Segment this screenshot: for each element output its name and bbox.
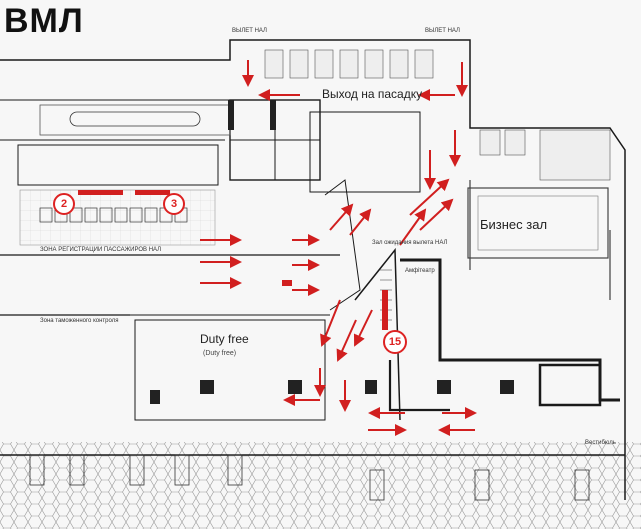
duty-free-sublabel: (Duty free) — [203, 350, 237, 357]
customs-zone-label: Зона таможенного контроля — [40, 318, 119, 324]
marker-2: 2 — [53, 193, 75, 215]
escalator-highlight — [382, 290, 388, 330]
gate-seating — [264, 49, 611, 181]
lounge-route-label: Зал ожидания вылета НАЛ — [372, 240, 448, 246]
business-lounge-label: Бизнес зал — [480, 217, 548, 232]
departure-hall-label-2: ВЫЛЕТ НАЛ — [425, 28, 460, 34]
exit-to-boarding-label: Выход на пасадку — [322, 87, 423, 101]
marker-15: 15 — [383, 330, 407, 354]
vestibule-label: Вестибюль — [585, 440, 616, 446]
business-lounge-outline — [467, 187, 609, 259]
checkin-counters — [39, 207, 188, 223]
duty-free-label: Duty free — [200, 332, 249, 346]
marker-3: 3 — [163, 193, 185, 215]
route-arrows — [200, 60, 477, 436]
hex-floor-pattern — [0, 442, 641, 529]
map-title: ВМЛ — [4, 2, 84, 40]
amphitheater-label: Амфітеатр — [405, 268, 435, 274]
departure-hall-label-1: ВЫЛЕТ НАЛ — [232, 28, 267, 34]
walls — [0, 39, 626, 500]
checkin-zone-label: ЗОНА РЕГИСТРАЦИИ ПАССАЖИРОВ НАЛ — [40, 247, 162, 253]
checkin-highlight — [78, 190, 123, 195]
pillars — [150, 100, 514, 404]
